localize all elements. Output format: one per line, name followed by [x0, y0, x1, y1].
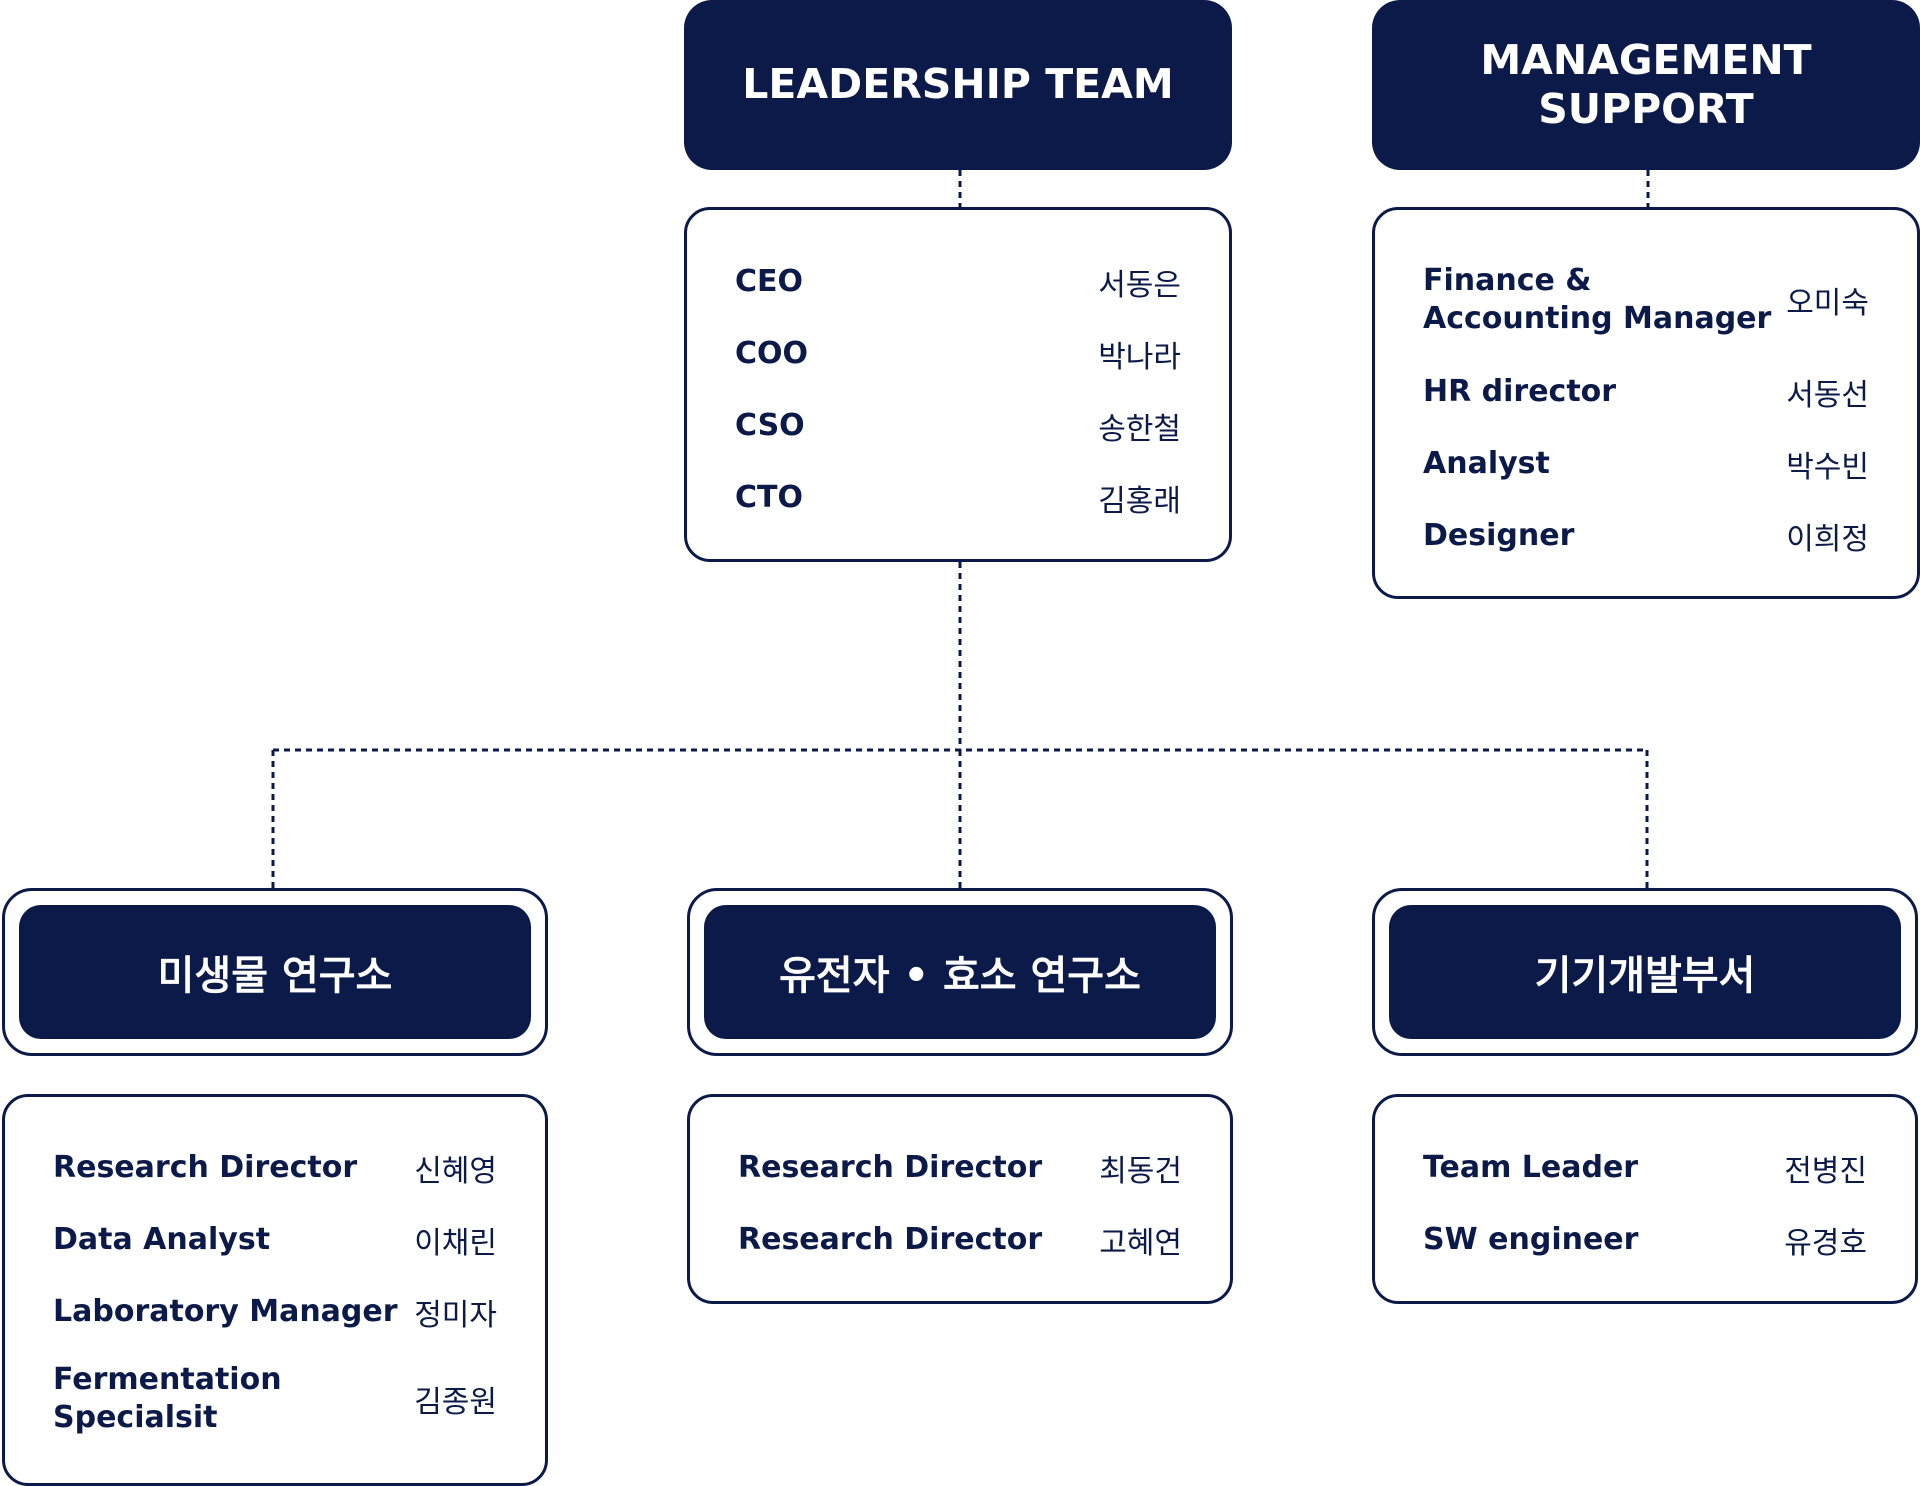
member-row: COO 박나라: [735, 332, 1181, 376]
member-role: CSO: [735, 408, 805, 444]
management-title-line2: SUPPORT: [1538, 85, 1754, 133]
dept-title-box: 기기개발부서: [1389, 905, 1901, 1039]
member-name: 오미숙: [1786, 285, 1869, 321]
member-name: 전병진: [1784, 1154, 1867, 1189]
management-title-line1: MANAGEMENT: [1480, 35, 1812, 84]
member-row: Fermentation Specialsit 김종원: [53, 1361, 497, 1436]
member-role: Research Director: [53, 1150, 358, 1186]
member-name: 박수빈: [1786, 450, 1869, 485]
member-row: Data Analyst 이채린: [53, 1218, 497, 1262]
leadership-title: LEADERSHIP TEAM: [742, 60, 1174, 109]
member-role: SW engineer: [1423, 1222, 1639, 1258]
dept-header-microbiology: 미생물 연구소: [2, 888, 548, 1056]
member-row: CSO 송한철: [735, 404, 1181, 448]
member-role: CEO: [735, 264, 804, 300]
dept-card-gene-enzyme: Research Director 최동건 Research Director …: [687, 1094, 1233, 1304]
member-row: CTO 김홍래: [735, 476, 1181, 520]
member-role: CTO: [735, 480, 803, 516]
member-role: Research Director: [738, 1150, 1043, 1186]
management-header: MANAGEMENT SUPPORT: [1372, 0, 1920, 170]
member-role: COO: [735, 336, 809, 372]
dept-title: 미생물 연구소: [157, 953, 393, 999]
member-name: 고혜연: [1099, 1226, 1182, 1261]
management-card: Finance & Accounting Manager 오미숙 HR dire…: [1372, 207, 1920, 599]
member-name: 송한철: [1098, 412, 1181, 447]
dept-header-gene-enzyme: 유전자 • 효소 연구소: [687, 888, 1233, 1056]
dept-title-box: 유전자 • 효소 연구소: [704, 905, 1216, 1039]
dept-title-box: 미생물 연구소: [19, 905, 531, 1039]
member-role: Data Analyst: [53, 1222, 271, 1258]
dept-header-device-development: 기기개발부서: [1372, 888, 1918, 1056]
member-name: 이희정: [1786, 522, 1869, 557]
member-role: Designer: [1423, 518, 1575, 554]
dept-card-microbiology: Research Director 신혜영 Data Analyst 이채린 L…: [2, 1094, 548, 1486]
member-name: 김종원: [414, 1384, 497, 1420]
member-row: Research Director 신혜영: [53, 1146, 497, 1190]
member-row: Team Leader 전병진: [1423, 1146, 1867, 1190]
member-role: Analyst: [1423, 446, 1550, 482]
dept-card-device-development: Team Leader 전병진 SW engineer 유경호: [1372, 1094, 1918, 1304]
dept-title: 유전자 • 효소 연구소: [779, 953, 1141, 999]
member-row: CEO 서동은: [735, 260, 1181, 304]
member-role: Team Leader: [1423, 1150, 1639, 1186]
member-role: HR director: [1423, 374, 1617, 410]
member-role: Research Director: [738, 1222, 1043, 1258]
member-row: Research Director 고혜연: [738, 1218, 1182, 1262]
member-row: HR director 서동선: [1423, 370, 1869, 414]
member-name: 신혜영: [414, 1154, 497, 1189]
leadership-card: CEO 서동은 COO 박나라 CSO 송한철 CTO 김홍래: [684, 207, 1232, 562]
member-role: Laboratory Manager: [53, 1294, 398, 1330]
member-row: Designer 이희정: [1423, 514, 1869, 558]
member-role: Finance & Accounting Manager: [1423, 263, 1772, 336]
member-name: 이채린: [414, 1226, 497, 1261]
member-name: 최동건: [1099, 1154, 1182, 1189]
member-row: SW engineer 유경호: [1423, 1218, 1867, 1262]
member-name: 서동은: [1098, 268, 1181, 303]
member-row: Analyst 박수빈: [1423, 442, 1869, 486]
dept-title: 기기개발부서: [1534, 953, 1756, 999]
member-name: 정미자: [414, 1298, 497, 1333]
leadership-header: LEADERSHIP TEAM: [684, 0, 1232, 170]
member-name: 박나라: [1098, 340, 1181, 375]
member-row: Laboratory Manager 정미자: [53, 1290, 497, 1334]
member-role: Fermentation Specialsit: [53, 1362, 282, 1435]
member-row: Finance & Accounting Manager 오미숙: [1423, 262, 1869, 337]
member-name: 유경호: [1784, 1226, 1867, 1261]
member-name: 서동선: [1786, 378, 1869, 413]
member-name: 김홍래: [1098, 484, 1181, 519]
member-row: Research Director 최동건: [738, 1146, 1182, 1190]
